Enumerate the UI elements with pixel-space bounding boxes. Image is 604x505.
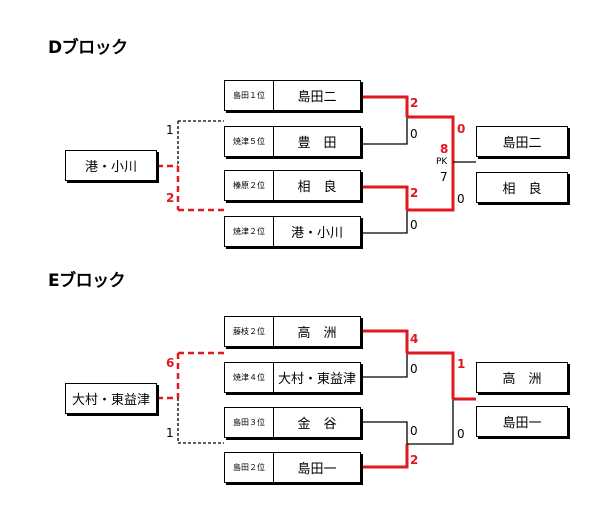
- e-score-playoff-bottom: 1: [166, 426, 174, 440]
- seed-label: 焼津５位: [225, 127, 274, 156]
- e-entry-3: 島田３位 金 谷: [224, 407, 361, 438]
- d-score-final-bottom: 0: [457, 192, 465, 206]
- e-semi2-lines: [361, 421, 409, 469]
- seed-label: 島田１位: [225, 81, 274, 110]
- e-score-semi1-top: 4: [410, 332, 419, 346]
- e-finalist-2: 島田一: [476, 406, 568, 437]
- team-name: 高 洲: [297, 326, 337, 341]
- d-score-pk-top: 8: [440, 142, 449, 156]
- team-name: 大村・東益津: [277, 372, 356, 387]
- d-playoff-team-box: 港・小川: [65, 150, 157, 181]
- d-playoff-lines: [157, 120, 224, 212]
- d-semi2-lines: [361, 185, 409, 234]
- team-name: 港・小川: [290, 226, 343, 241]
- e-block-title: Eブロック: [48, 271, 126, 291]
- d-entry-1: 島田１位 島田二: [224, 80, 361, 111]
- e-entry-1: 藤枝２位 高 洲: [224, 316, 361, 347]
- e-score-playoff-top: 6: [166, 356, 175, 370]
- d-score-semi2-top: 2: [410, 186, 419, 200]
- seed-label: 藤枝２位: [225, 317, 274, 346]
- d-block-title: Dブロック: [48, 38, 128, 58]
- d-score-pk-bottom: 7: [440, 170, 448, 184]
- seed-label: 焼津４位: [225, 363, 274, 392]
- d-score-final-top: 0: [457, 122, 466, 136]
- team-name: 相 良: [297, 180, 337, 195]
- d-finalist-2: 相 良: [476, 172, 568, 203]
- seed-label: 榛原２位: [225, 171, 274, 200]
- e-semi1-lines: [361, 329, 409, 378]
- d-semi1-lines: [361, 95, 409, 145]
- seed-label: 焼津２位: [225, 217, 274, 246]
- e-entry-4: 島田２位 島田一: [224, 452, 361, 483]
- d-entry-3: 榛原２位 相 良: [224, 170, 361, 201]
- d-entry-2: 焼津５位 豊 田: [224, 126, 361, 157]
- e-score-final-bottom: 0: [457, 427, 465, 441]
- d-score-semi1-top: 2: [410, 96, 419, 110]
- d-score-semi2-bottom: 0: [410, 218, 418, 232]
- d-finalist-1: 島田二: [476, 126, 568, 157]
- e-playoff-lines: [157, 351, 224, 444]
- e-playoff-team-box: 大村・東益津: [65, 383, 157, 414]
- e-finalist-1: 高 洲: [476, 362, 568, 393]
- seed-label: 島田３位: [225, 408, 274, 437]
- seed-label: 島田２位: [225, 453, 274, 482]
- team-name: 島田一: [297, 462, 337, 477]
- e-entry-2: 焼津４位 大村・東益津: [224, 362, 361, 393]
- e-score-semi2-bottom: 2: [410, 453, 419, 467]
- d-score-semi1-bottom: 0: [410, 127, 418, 141]
- e-score-semi1-bottom: 0: [410, 362, 418, 376]
- d-final-lines: [407, 115, 476, 212]
- e-score-semi2-top: 0: [410, 424, 418, 438]
- d-score-playoff-top: 1: [166, 123, 174, 137]
- team-name: 金 谷: [297, 417, 337, 432]
- d-pk-label: PK: [436, 157, 448, 167]
- d-score-playoff-bottom: 2: [166, 191, 175, 205]
- e-final-lines: [407, 351, 476, 445]
- team-name: 島田二: [297, 90, 337, 105]
- d-entry-4: 焼津２位 港・小川: [224, 216, 361, 247]
- team-name: 豊 田: [297, 136, 337, 151]
- e-score-final-top: 1: [457, 357, 466, 371]
